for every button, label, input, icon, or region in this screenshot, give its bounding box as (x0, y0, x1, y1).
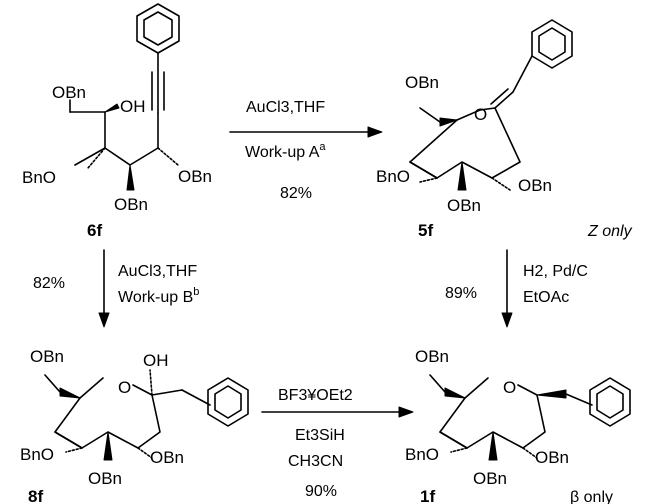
reagent-auCl3-thf: AuCl3,THF (118, 263, 197, 280)
obn-top-label: OBn (415, 347, 449, 366)
compound-5f: OBn O BnO OBn OBn 5f Z only (376, 19, 633, 240)
reagent-bf3-oet2: BF3¥OEt2 (278, 387, 353, 404)
reagent-et3sih: Et3SiH (295, 427, 345, 444)
bno-label: BnO (405, 445, 439, 464)
obn-top-label: OBn (30, 347, 64, 366)
workup-b: Work-up Bb (118, 286, 199, 306)
compound-label-8f: 8f (28, 487, 43, 504)
obn-bottom-label: OBn (473, 469, 507, 488)
ring-oxygen: O (503, 378, 516, 397)
bno-label: BnO (20, 445, 54, 464)
solvent-ch3cn: CH3CN (288, 453, 343, 470)
yield-8f-1f: 90% (305, 483, 337, 500)
workup-a: Work-up Aa (245, 141, 326, 161)
yield-5f-1f: 89% (445, 285, 477, 302)
obn-right-label: OBn (518, 176, 552, 195)
compound-label-1f: 1f (420, 487, 435, 504)
stereo-note-beta-only: β only (570, 489, 613, 504)
yield-6f-8f: 82% (33, 275, 65, 292)
obn-right-label: OBn (178, 167, 212, 186)
obn-bottom-label: OBn (447, 196, 481, 215)
ring-oxygen: O (118, 378, 131, 397)
compound-label-5f: 5f (418, 221, 433, 240)
compound-1f: OBn O BnO OBn OBn 1f β only (405, 347, 631, 504)
yield-6f-5f: 82% (280, 185, 312, 202)
reagent-auCl3-thf: AuCl3,THF (246, 99, 325, 116)
obn-right-label: OBn (150, 448, 184, 467)
stereo-note-z-only: Z only (587, 223, 633, 240)
phenyl-ring (589, 377, 631, 427)
reaction-arrow-8f-1f: BF3¥OEt2 Et3SiH CH3CN 90% (261, 387, 414, 500)
reagent-h2-pdc: H2, Pd/C (523, 263, 588, 280)
compound-label-6f: 6f (87, 221, 102, 240)
ring-oxygen: O (474, 105, 487, 124)
phenyl-inner-ring (143, 11, 173, 46)
obn-top-label: OBn (52, 83, 86, 102)
compound-6f: OBn OH BnO OBn OBn 6f (22, 3, 212, 240)
phenyl-inner-ring (596, 385, 624, 419)
obn-top-label: OBn (405, 73, 439, 92)
solvent-etoac: EtOAc (523, 289, 569, 306)
phenyl-ring (207, 377, 249, 427)
phenyl-inner-ring (538, 27, 566, 61)
bno-label: BnO (376, 167, 410, 186)
reaction-arrow-6f-8f: 82% AuCl3,THF Work-up Bb (33, 249, 199, 328)
reaction-arrow-6f-5f: AuCl3,THF Work-up Aa 82% (229, 99, 383, 202)
obn-right-label: OBn (535, 448, 569, 467)
compound-8f: OBn O OH BnO OBn OBn 8f (20, 347, 249, 504)
reaction-arrow-5f-1f: 89% H2, Pd/C EtOAc (445, 249, 588, 328)
oh-label: OH (143, 351, 169, 370)
oh-label: OH (120, 97, 146, 116)
bno-label: BnO (22, 168, 56, 187)
phenyl-inner-ring (214, 385, 242, 419)
obn-bottom-label: OBn (114, 195, 148, 214)
phenyl-ring (531, 19, 573, 69)
obn-bottom-label: OBn (88, 469, 122, 488)
